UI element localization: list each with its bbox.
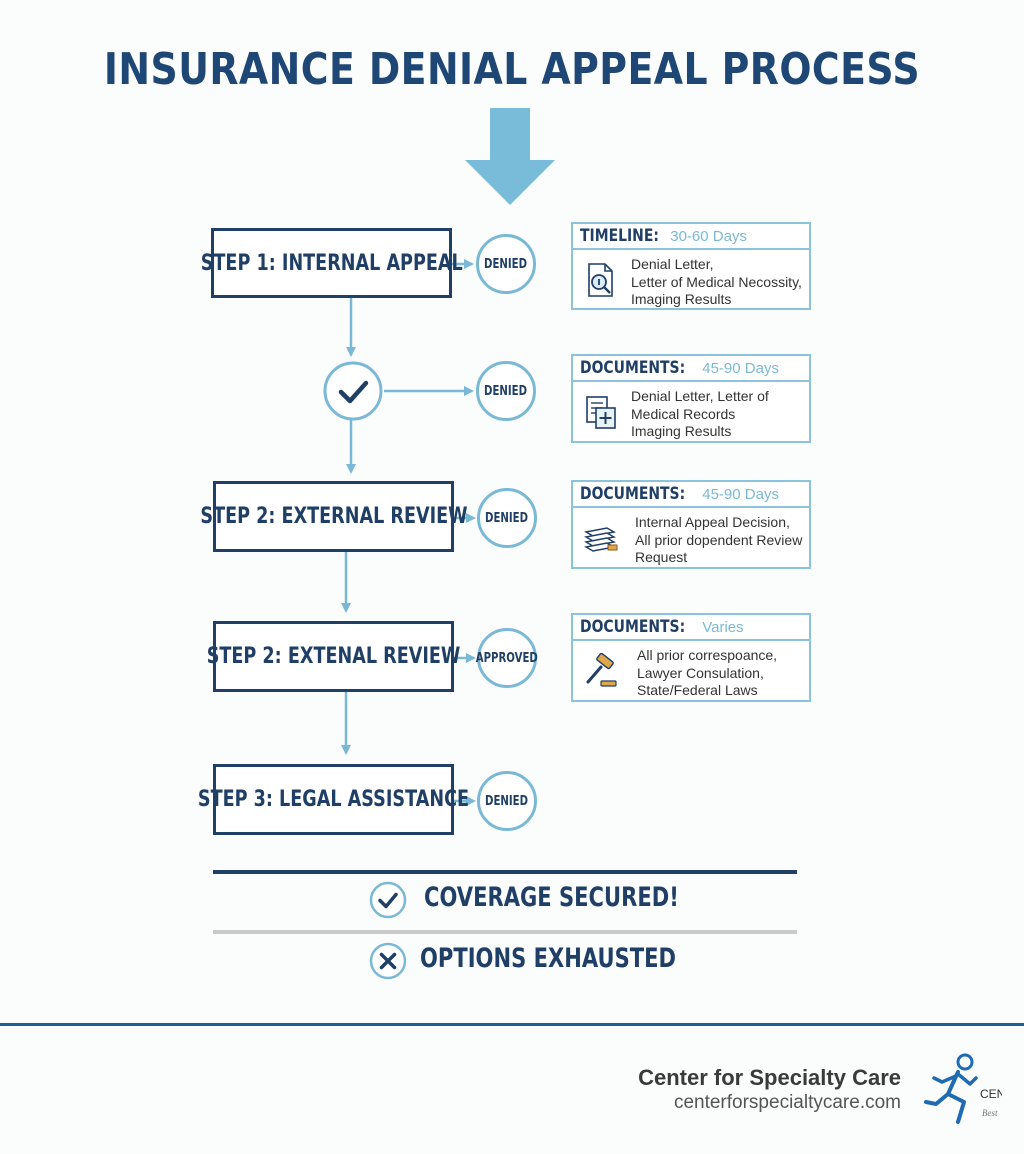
info-card-documents: DOCUMENTS:Varies All prior correspoance,… [571,613,811,702]
org-url[interactable]: centerforspecialtycare.com [673,1092,901,1113]
big-down-arrow [465,108,555,205]
info-card-documents: DOCUMENTS:45-90 Days Denial Letter, Lett… [571,354,811,443]
status-badge-approved: APPROVED [476,628,538,688]
info-card-timeline: TIMELINE:30-60 Days Denial Letter, Lette… [571,222,811,310]
check-circle-icon [369,881,407,919]
status-badge-denied: DENIED [477,771,537,831]
page-title: INSURANCE DENIAL APPEAL PROCESS [103,44,921,95]
document-stack-icon [584,527,618,552]
outcome-options-exhausted: OPTIONS EXHAUSTED [420,943,676,974]
medical-documents-icon [586,396,616,429]
org-name: Center for Specialty Care [638,1065,901,1090]
x-circle-icon [369,942,407,980]
svg-text:Best: Best [982,1108,998,1118]
step-legal-assistance: STEP 3: LEGAL ASSISTANCE [198,764,469,835]
svg-text:CEN: CEN [980,1087,1002,1101]
step-external-review: STEP 2: EXTERNAL REVIEW [200,481,467,552]
org-logo: CEN Best [918,1050,1002,1134]
check-circle-icon [323,361,383,421]
gavel-icon [586,653,617,687]
outcome-divider-top [213,870,797,874]
footer-divider [0,1023,1024,1026]
status-badge-denied: DENIED [476,361,536,421]
outcome-coverage-secured: COVERAGE SECURED! [424,882,679,913]
info-card-documents: DOCUMENTS:45-90 Days Internal Appeal Dec… [571,480,811,569]
step-internal-appeal: STEP 1: INTERNAL APPEAL [201,228,462,298]
runner-logo-icon: CEN Best [924,1053,1002,1124]
step-extenal-review: STEP 2: EXTENAL REVIEW [207,621,460,692]
document-magnifier-icon [588,263,613,297]
status-badge-denied: DENIED [476,234,536,294]
status-badge-denied: DENIED [477,488,537,548]
outcome-divider-middle [213,930,797,934]
